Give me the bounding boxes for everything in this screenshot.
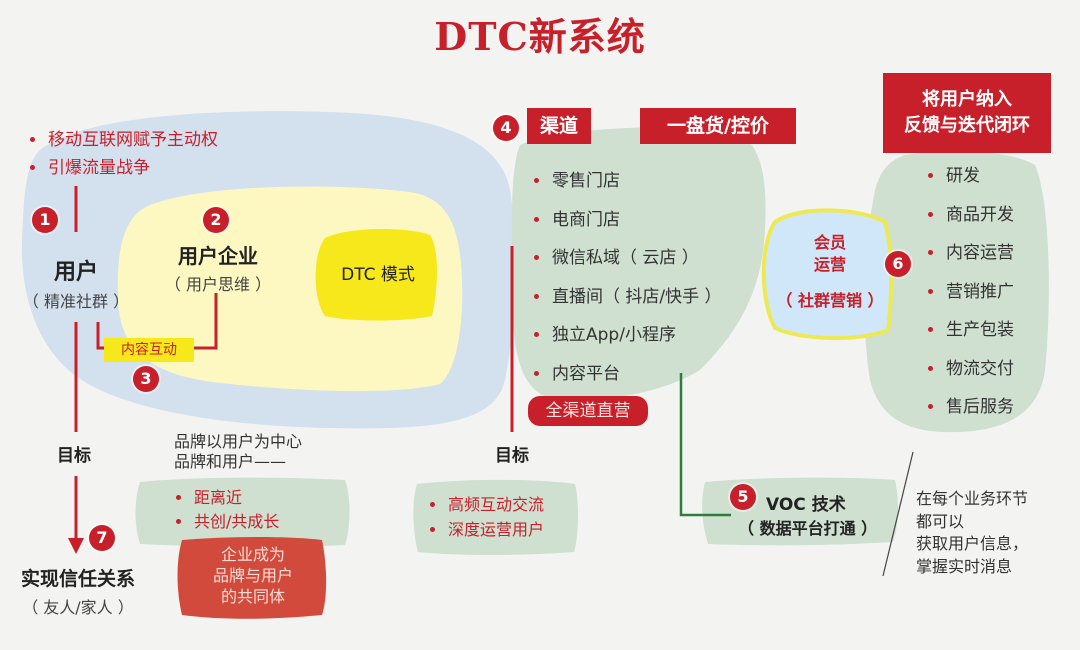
member-ops: 会员 运营 （ 社群营销 ） xyxy=(770,232,890,312)
member-blob xyxy=(761,208,894,341)
voc-note: 在每个业务环节 都可以 获取用户信息， 掌握实时消息 xyxy=(916,488,1028,578)
step-7-title: 实现信任关系 xyxy=(20,568,135,590)
brand-text: 品牌以用户为中心 品牌和用户—— xyxy=(174,432,302,472)
mid-goal-bullet: 深度运营用户 xyxy=(426,517,544,542)
step-1-badge: 1 xyxy=(32,207,58,233)
mid-goal-strip xyxy=(413,479,578,555)
loop-list: 研发 商品开发 内容运营 营销推广 生产包装 物流交付 售后服务 xyxy=(924,157,1014,427)
brand-bullets-strip xyxy=(135,477,350,547)
goal-label-mid: 目标 xyxy=(495,446,529,466)
channel-item: 直播间（ 抖店/快手 ） xyxy=(530,278,722,317)
dtc-mode-label: DTC 模式 xyxy=(341,265,415,285)
channel-item: 微信私域（ 云店 ） xyxy=(530,239,722,278)
brand-text-line: 品牌和用户—— xyxy=(174,452,287,471)
channels-blob xyxy=(511,126,766,401)
brand-bullets: 距离近 共创/共成长 xyxy=(172,486,279,534)
community-box: 企业成为 品牌与用户 的共同体 xyxy=(182,544,324,607)
loop-header: 将用户纳入 反馈与迭代闭环 xyxy=(883,73,1051,153)
community-line: 的共同体 xyxy=(220,587,285,606)
step-1-title: 用户 xyxy=(53,260,98,285)
intro-bullet: 引爆流量战争 xyxy=(26,154,218,182)
step-5-title: VOC 技术 xyxy=(766,495,846,515)
step-1-subtitle: （ 精准社群 ） xyxy=(22,292,130,311)
step-2-title: 用户企业 xyxy=(178,244,258,268)
step-2-node: 用户企业 （ 用户思维 ） xyxy=(160,240,276,295)
channel-list: 零售门店 电商门店 微信私域（ 云店 ） 直播间（ 抖店/快手 ） 独立App/… xyxy=(530,162,722,393)
step-7-subtitle: （ 友人/家人 ） xyxy=(22,598,134,617)
member-title: 运营 xyxy=(813,255,846,274)
price-control-label: 一盘货/控价 xyxy=(640,108,796,144)
loop-item: 内容运营 xyxy=(924,234,1014,273)
goal-label-left: 目标 xyxy=(57,446,91,466)
step-1-node: 用户 （ 精准社群 ） xyxy=(20,254,132,312)
brand-bullet: 共创/共成长 xyxy=(172,510,279,534)
channel-item: 零售门店 xyxy=(530,162,722,201)
loop-item: 物流交付 xyxy=(924,350,1014,389)
loop-item: 营销推广 xyxy=(924,273,1014,312)
loop-item: 售后服务 xyxy=(924,388,1014,427)
channel-item: 内容平台 xyxy=(530,355,722,394)
loop-item: 生产包装 xyxy=(924,311,1014,350)
step-5-subtitle: （ 数据平台打通 ） xyxy=(738,519,878,538)
step-6-badge: 6 xyxy=(885,251,911,277)
voc-note-line: 掌握实时消息 xyxy=(916,556,1013,576)
step-3-label: 内容互动 xyxy=(104,338,194,362)
loop-header-line: 将用户纳入 xyxy=(922,89,1012,110)
channel-item: 独立App/小程序 xyxy=(530,316,722,355)
step-4-badge: 4 xyxy=(493,115,519,141)
community-line: 品牌与用户 xyxy=(212,566,293,585)
mid-goal-bullets: 高频互动交流 深度运营用户 xyxy=(426,492,544,542)
voc-note-line: 在每个业务环节 xyxy=(916,489,1029,508)
channel-item: 电商门店 xyxy=(530,201,722,240)
step-3-badge: 3 xyxy=(133,366,159,392)
step-5-badge: 5 xyxy=(730,484,756,510)
step-7-badge: 7 xyxy=(89,525,115,551)
brand-text-line: 品牌以用户为中心 xyxy=(174,432,303,451)
loop-item: 商品开发 xyxy=(924,196,1014,235)
all-channel-direct-pill: 全渠道直营 xyxy=(528,396,648,426)
member-title: 会员 xyxy=(813,233,846,252)
page-title: DTC新系统 xyxy=(434,14,646,59)
step-2-badge: 2 xyxy=(203,207,229,233)
voc-note-line: 都可以 xyxy=(916,511,965,531)
loop-item: 研发 xyxy=(924,157,1014,196)
channel-label: 渠道 xyxy=(527,108,591,144)
mid-goal-bullet: 高频互动交流 xyxy=(426,492,544,517)
dtc-blob xyxy=(315,228,437,321)
step-7-node: 实现信任关系 （ 友人/家人 ） xyxy=(8,564,148,618)
intro-bullet: 移动互联网赋予主动权 xyxy=(26,126,218,154)
step-2-subtitle: （ 用户思维 ） xyxy=(164,275,272,294)
brand-bullet: 距离近 xyxy=(172,486,279,510)
loop-header-line: 反馈与迭代闭环 xyxy=(904,115,1030,136)
voc-note-line: 获取用户信息， xyxy=(916,534,1029,553)
member-subtitle: （ 社群营销 ） xyxy=(776,291,884,310)
intro-bullets: 移动互联网赋予主动权 引爆流量战争 xyxy=(26,126,218,182)
community-line: 企业成为 xyxy=(220,545,285,564)
loop-blob xyxy=(864,151,1049,433)
community-blob xyxy=(177,537,327,619)
